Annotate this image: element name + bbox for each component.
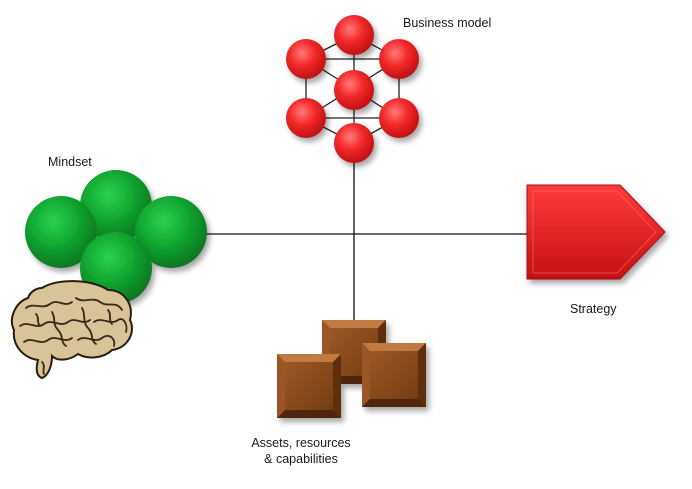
network-node — [379, 98, 419, 138]
assets-label-line2: & capabilities — [264, 452, 338, 466]
assets-label-line1: Assets, resources — [251, 436, 351, 450]
mindset-circles — [25, 170, 207, 304]
network-nodes — [286, 15, 419, 163]
asset-box — [277, 354, 341, 418]
network-node — [379, 39, 419, 79]
mindset-circle — [25, 196, 97, 268]
strategy-arrow — [526, 184, 666, 280]
network-node — [286, 98, 326, 138]
connector-lines — [200, 160, 535, 322]
mindset-circle — [135, 196, 207, 268]
network-node — [286, 39, 326, 79]
asset-boxes — [277, 320, 426, 418]
asset-box — [362, 343, 426, 407]
brain-icon — [10, 280, 133, 380]
business-model-label: Business model — [403, 16, 492, 30]
strategy-label: Strategy — [570, 302, 617, 316]
network-node — [334, 15, 374, 55]
assets-label: Assets, resources & capabilities — [243, 435, 359, 467]
mindset-circle — [80, 170, 152, 242]
network-node — [334, 70, 374, 110]
mindset-label: Mindset — [48, 155, 92, 169]
business-model-network — [286, 15, 419, 163]
network-node — [334, 123, 374, 163]
